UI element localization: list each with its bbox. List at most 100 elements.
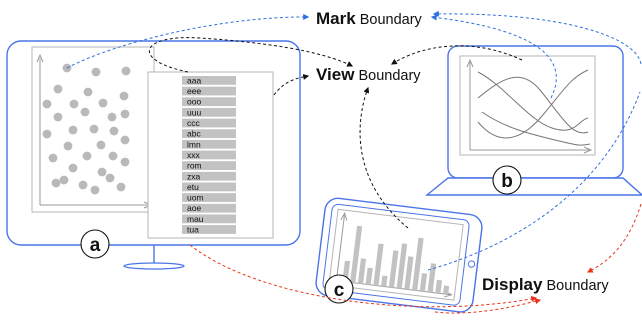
bar-mark bbox=[404, 256, 414, 290]
line-series-4 bbox=[481, 111, 591, 146]
laptop-base bbox=[425, 177, 642, 196]
scatter-dot bbox=[108, 151, 118, 161]
list-item: uom bbox=[187, 193, 204, 203]
list-item-bar bbox=[182, 118, 236, 128]
line-x-arrowhead bbox=[583, 146, 593, 154]
display-arrow-from-tablet bbox=[434, 298, 542, 314]
badge-c-circle bbox=[324, 274, 354, 304]
mark-boundary-arrows bbox=[66, 10, 642, 271]
scatter-dot bbox=[78, 180, 88, 190]
display-arrow-from-monitor bbox=[189, 244, 538, 308]
view-boundary-bold: View bbox=[316, 65, 355, 84]
mark-arrow-from-right bbox=[432, 10, 642, 65]
list-item-bar bbox=[182, 161, 236, 170]
mark-boundary-bold: Mark bbox=[316, 9, 356, 28]
badge-b-circle bbox=[492, 165, 522, 195]
line-series-2 bbox=[477, 76, 589, 134]
list-item-bar bbox=[182, 139, 236, 149]
mark-arrow-from-line bbox=[430, 14, 557, 99]
line-series-3 bbox=[477, 69, 589, 139]
view-arrow-from-list bbox=[148, 37, 354, 73]
bar-mark bbox=[388, 250, 399, 288]
list-item-bar bbox=[182, 214, 236, 224]
scatter-dot bbox=[69, 99, 79, 109]
monitor-base bbox=[123, 262, 185, 270]
list-item: aoe bbox=[187, 203, 201, 213]
scatter-dot bbox=[119, 91, 129, 101]
badge-c: c bbox=[334, 280, 345, 301]
badge-a: a bbox=[90, 235, 101, 256]
list-item: ccc bbox=[187, 118, 201, 128]
line-series-1 bbox=[477, 71, 589, 131]
bar-mark bbox=[373, 243, 384, 286]
scatter-dot bbox=[53, 84, 63, 94]
mark-boundary-label: Mark Boundary bbox=[316, 9, 423, 28]
list-item-bar bbox=[182, 129, 236, 139]
list-item: mau bbox=[187, 214, 204, 224]
list-item-bar bbox=[182, 76, 236, 85]
line-view-frame bbox=[459, 55, 596, 156]
display-boundary-rest: Boundary bbox=[542, 278, 609, 294]
list-item: eee bbox=[187, 86, 201, 96]
bar-chart-bars bbox=[342, 225, 450, 295]
monitor-device: aaaeeeooouuucccabclmnxxxromzxaetuuomaoem… bbox=[6, 40, 301, 270]
scatter-dot bbox=[97, 167, 107, 177]
tablet-device bbox=[315, 197, 483, 313]
bar-mark bbox=[350, 225, 363, 284]
scatter-dot bbox=[116, 182, 126, 192]
scatter-dot bbox=[96, 140, 106, 150]
scatter-dot bbox=[68, 125, 78, 135]
list-item: zxa bbox=[187, 171, 201, 181]
scatter-dot bbox=[42, 129, 52, 139]
list-item-bar bbox=[182, 182, 236, 192]
list-item: lmn bbox=[187, 139, 201, 149]
view-boundary-label: View Boundary bbox=[316, 65, 421, 84]
bar-mark bbox=[427, 263, 437, 293]
list-item: aaa bbox=[187, 75, 201, 85]
bar-y-axis bbox=[335, 215, 345, 281]
scatter-dot bbox=[59, 175, 69, 185]
list-item-bar bbox=[182, 97, 236, 107]
badge-a-circle bbox=[80, 229, 110, 259]
tablet-home-button bbox=[467, 260, 476, 268]
scatter-dot bbox=[89, 124, 99, 134]
mark-arrow-from-scatter bbox=[66, 13, 310, 69]
list-item: etu bbox=[187, 182, 199, 192]
list-item-bar bbox=[182, 225, 236, 234]
display-boundary-bold: Display bbox=[482, 275, 543, 294]
bar-mark bbox=[412, 237, 424, 291]
list-item: ooo bbox=[187, 97, 201, 107]
display-boundary-label: Display Boundary bbox=[482, 275, 609, 294]
scatter-dot bbox=[120, 157, 130, 167]
list-item: tua bbox=[187, 225, 199, 235]
display-arrow-from-laptop bbox=[586, 203, 642, 273]
bar-mark bbox=[443, 285, 450, 295]
list-item: rom bbox=[187, 161, 202, 171]
bar-y-arrowhead bbox=[340, 211, 348, 221]
list-item-bar bbox=[182, 107, 236, 117]
laptop-device: b bbox=[425, 45, 642, 196]
scatter-dot bbox=[82, 151, 92, 161]
view-boundary-rest: Boundary bbox=[354, 68, 421, 84]
scatter-dot bbox=[90, 185, 100, 195]
view-arrow-from-bar bbox=[359, 86, 409, 229]
list-item-bar bbox=[182, 171, 236, 181]
bar-mark bbox=[419, 273, 428, 292]
scatter-dot bbox=[48, 153, 58, 163]
scatter-dot bbox=[63, 141, 73, 151]
list-item-bar bbox=[182, 86, 236, 96]
view-boundary-arrows bbox=[148, 37, 523, 229]
list-item-bar bbox=[182, 150, 236, 160]
mark-boundary-rest: Boundary bbox=[356, 12, 423, 28]
bar-mark bbox=[381, 275, 388, 287]
scatter-dot bbox=[120, 135, 130, 145]
bar-mark bbox=[357, 258, 367, 284]
bar-mark bbox=[396, 243, 408, 289]
badge-b: b bbox=[501, 171, 513, 192]
list-item: xxx bbox=[187, 150, 201, 160]
list-item-bar bbox=[182, 203, 236, 213]
bar-mark bbox=[435, 279, 443, 294]
scatter-dot bbox=[83, 87, 93, 97]
scatter-dot bbox=[42, 99, 52, 109]
